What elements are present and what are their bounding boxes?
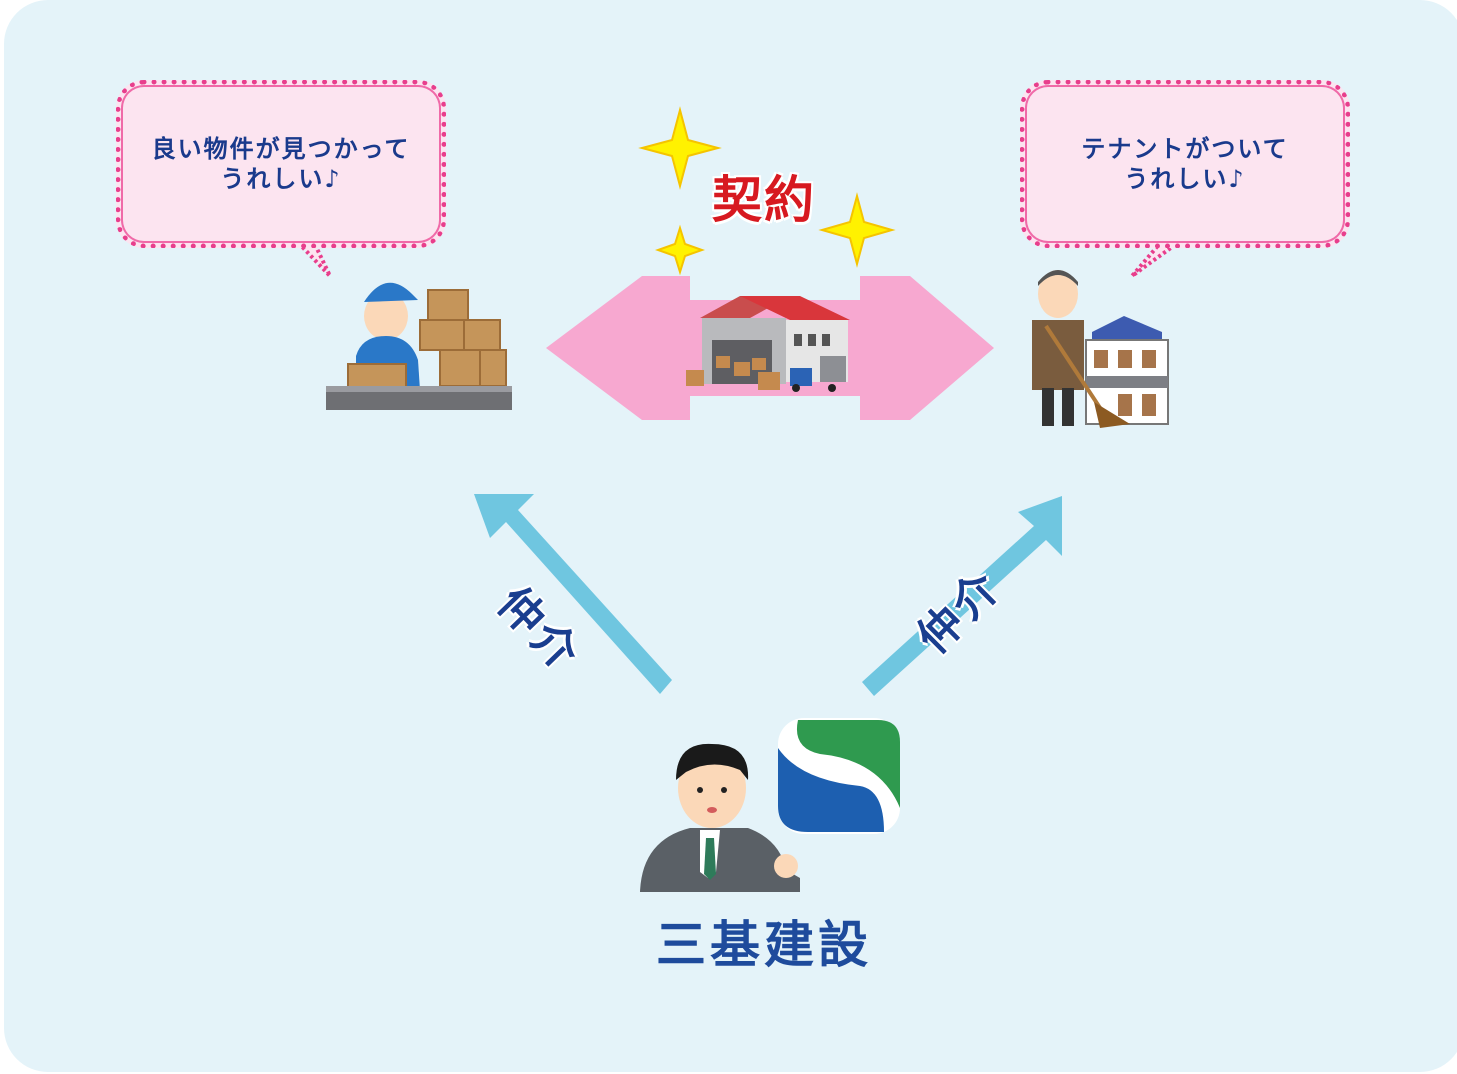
bubble-right-line1: テナントがついて [1081,135,1289,163]
speech-bubble-landlord: テナントがついて うれしい♪ [1020,80,1350,248]
contract-label: 契約 [712,171,816,229]
mediation-arrow-left [474,494,672,694]
company-logo-icon [778,718,900,834]
businessman-icon [640,743,800,892]
bubble-left-line1: 良い物件が見つかって [151,135,411,163]
sparkle-icon [638,106,896,276]
bubble-left-line2: うれしい♪ [220,165,342,193]
landlord-with-broom-icon [1032,270,1169,428]
bubble-right-line2: うれしい♪ [1124,165,1246,193]
warehouse-icon [686,296,850,392]
worker-with-boxes-icon [326,282,512,410]
company-name: 三基建設 [656,916,872,974]
speech-bubble-tenant: 良い物件が見つかって うれしい♪ [116,80,446,248]
mediation-arrow-right [862,496,1062,696]
